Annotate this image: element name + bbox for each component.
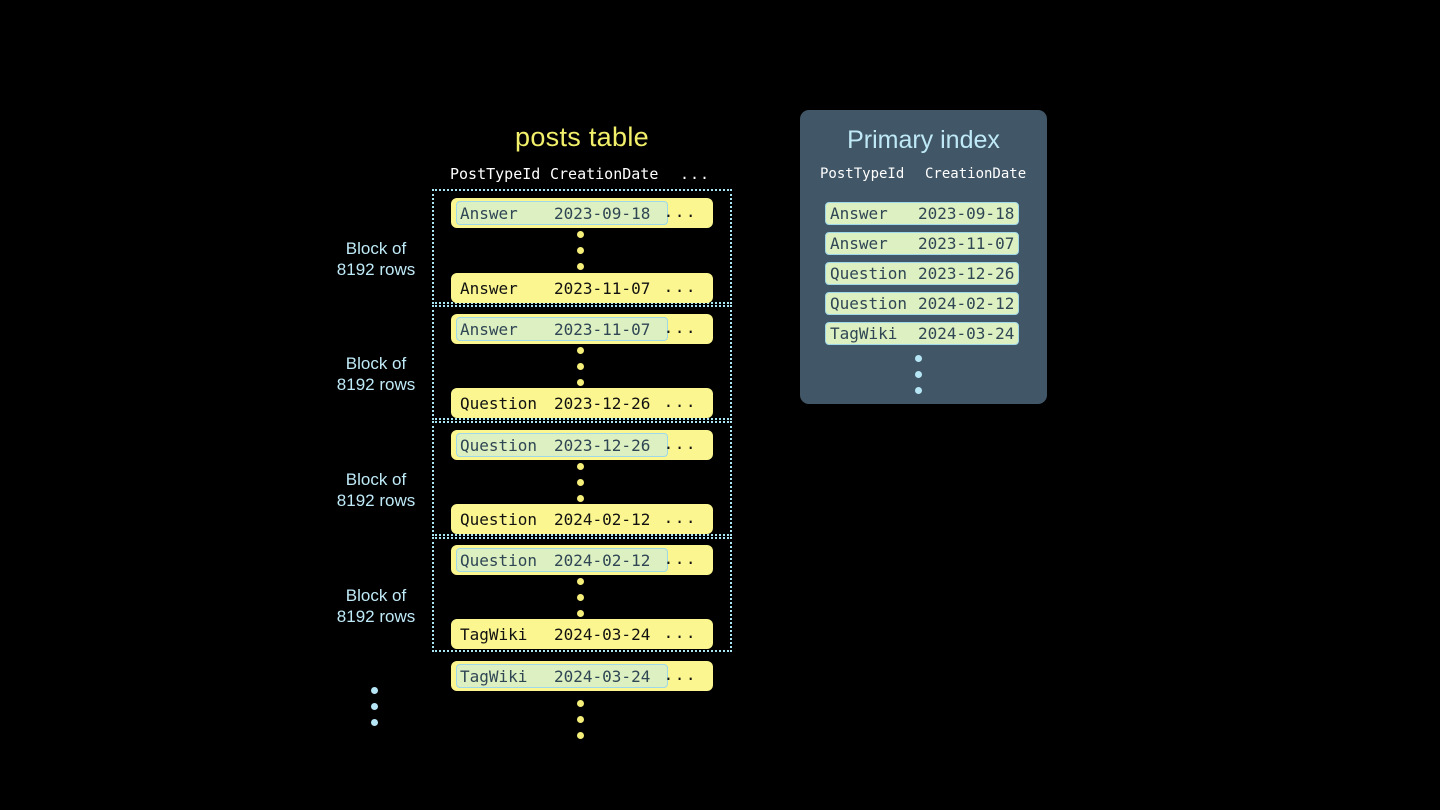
cell-creation-date: 2023-09-18 — [918, 204, 1015, 223]
table-row[interactable]: Question 2023-12-26 ... — [451, 388, 713, 418]
cell-creation-date: 2023-12-26 — [554, 435, 651, 455]
cell-post-type-id: TagWiki — [460, 624, 528, 644]
table-row[interactable]: TagWiki 2024-03-24 ... — [451, 619, 713, 649]
block-label-line1: Block of — [345, 354, 407, 373]
cell-creation-date: 2024-03-24 — [918, 324, 1015, 343]
row-mark: Answer 2023-09-18 — [456, 201, 668, 225]
column-header-post-type-id: PostTypeId — [450, 165, 541, 183]
cell-post-type-id: Answer — [830, 234, 888, 253]
column-header-post-type-id: PostTypeId — [820, 166, 905, 182]
posts-table-title: posts table — [515, 122, 649, 152]
row-mark: TagWiki 2024-03-24 — [456, 664, 668, 688]
table-row[interactable]: Question 2023-12-26 ... — [451, 430, 713, 460]
cell-ellipsis: ... — [663, 434, 697, 453]
cell-creation-date: 2023-11-07 — [554, 278, 651, 298]
block-label-3: Block of 8192 rows — [306, 585, 446, 627]
cell-creation-date: 2024-02-12 — [918, 294, 1015, 313]
cell-post-type-id: Answer — [460, 278, 518, 298]
cell-creation-date: 2023-12-26 — [554, 393, 651, 413]
index-row[interactable]: Answer 2023-09-18 — [825, 202, 1019, 225]
table-row[interactable]: Question 2024-02-12 ... — [451, 504, 713, 534]
block-label-line2: 8192 rows — [336, 375, 416, 394]
index-row[interactable]: TagWiki 2024-03-24 — [825, 322, 1019, 345]
row-mark: Answer 2023-11-07 — [456, 276, 668, 300]
block-label-0: Block of 8192 rows — [306, 238, 446, 280]
row-gap-dots — [577, 463, 586, 511]
cell-post-type-id: Question — [830, 294, 908, 313]
row-mark: Question 2023-12-26 — [456, 433, 668, 457]
row-mark: TagWiki 2024-03-24 — [456, 622, 668, 646]
block-label-line1: Block of — [345, 239, 407, 258]
block-label-line1: Block of — [345, 470, 407, 489]
row-mark: Question 2024-02-12 — [456, 548, 668, 572]
cell-ellipsis: ... — [663, 392, 697, 411]
block-label-line2: 8192 rows — [336, 607, 416, 626]
block-label-line1: Block of — [345, 586, 407, 605]
cell-ellipsis: ... — [663, 277, 697, 296]
cell-post-type-id: Question — [830, 264, 908, 283]
block-label-1: Block of 8192 rows — [306, 353, 446, 395]
cell-post-type-id: TagWiki — [830, 324, 898, 343]
cell-post-type-id: Question — [460, 393, 538, 413]
cell-ellipsis: ... — [663, 508, 697, 527]
column-header-creation-date: CreationDate — [550, 165, 659, 183]
cell-post-type-id: Question — [460, 550, 538, 570]
cell-creation-date: 2024-02-12 — [554, 509, 651, 529]
block-label-line2: 8192 rows — [336, 491, 416, 510]
cell-creation-date: 2023-12-26 — [918, 264, 1015, 283]
row-mark: Question 2024-02-12 — [456, 507, 668, 531]
block-2 — [432, 421, 732, 536]
cell-creation-date: 2024-02-12 — [554, 550, 651, 570]
row-mark: Question 2023-12-26 — [456, 391, 668, 415]
block-0 — [432, 189, 732, 304]
table-row[interactable]: Answer 2023-09-18 ... — [451, 198, 713, 228]
index-row[interactable]: Answer 2023-11-07 — [825, 232, 1019, 255]
index-continues-dots — [915, 355, 924, 403]
cell-post-type-id: Question — [460, 509, 538, 529]
column-header-creation-date: CreationDate — [925, 166, 1027, 182]
row-gap-dots — [577, 347, 586, 395]
cell-creation-date: 2023-11-07 — [554, 319, 651, 339]
blocks-continue-dots — [371, 687, 380, 735]
table-row[interactable]: Question 2024-02-12 ... — [451, 545, 713, 575]
cell-ellipsis: ... — [663, 318, 697, 337]
table-row[interactable]: Answer 2023-11-07 ... — [451, 314, 713, 344]
row-gap-dots — [577, 578, 586, 626]
table-row-trailing[interactable]: TagWiki 2024-03-24 ... — [451, 661, 713, 691]
block-label-line2: 8192 rows — [336, 260, 416, 279]
table-continues-dots — [577, 700, 586, 748]
cell-creation-date: 2024-03-24 — [554, 624, 651, 644]
posts-table-column-headers: PostTypeId CreationDate ... — [431, 165, 733, 187]
primary-index-column-headers: PostTypeId CreationDate — [820, 166, 1027, 186]
cell-ellipsis: ... — [663, 549, 697, 568]
cell-ellipsis: ... — [663, 202, 697, 221]
cell-ellipsis: ... — [663, 665, 697, 684]
row-gap-dots — [577, 231, 586, 279]
cell-ellipsis: ... — [663, 623, 697, 642]
block-1 — [432, 305, 732, 420]
index-row[interactable]: Question 2023-12-26 — [825, 262, 1019, 285]
cell-post-type-id: Answer — [830, 204, 888, 223]
block-3 — [432, 537, 732, 652]
cell-post-type-id: Answer — [460, 319, 518, 339]
cell-creation-date: 2023-09-18 — [554, 203, 651, 223]
cell-creation-date: 2024-03-24 — [554, 666, 651, 686]
primary-index-title: Primary index — [847, 126, 1000, 154]
table-row[interactable]: Answer 2023-11-07 ... — [451, 273, 713, 303]
column-header-ellipsis: ... — [680, 165, 711, 183]
cell-creation-date: 2023-11-07 — [918, 234, 1015, 253]
cell-post-type-id: TagWiki — [460, 666, 528, 686]
row-mark: Answer 2023-11-07 — [456, 317, 668, 341]
index-row[interactable]: Question 2024-02-12 — [825, 292, 1019, 315]
block-label-2: Block of 8192 rows — [306, 469, 446, 511]
cell-post-type-id: Question — [460, 435, 538, 455]
cell-post-type-id: Answer — [460, 203, 518, 223]
primary-index-panel: Primary index PostTypeId CreationDate An… — [800, 110, 1047, 404]
